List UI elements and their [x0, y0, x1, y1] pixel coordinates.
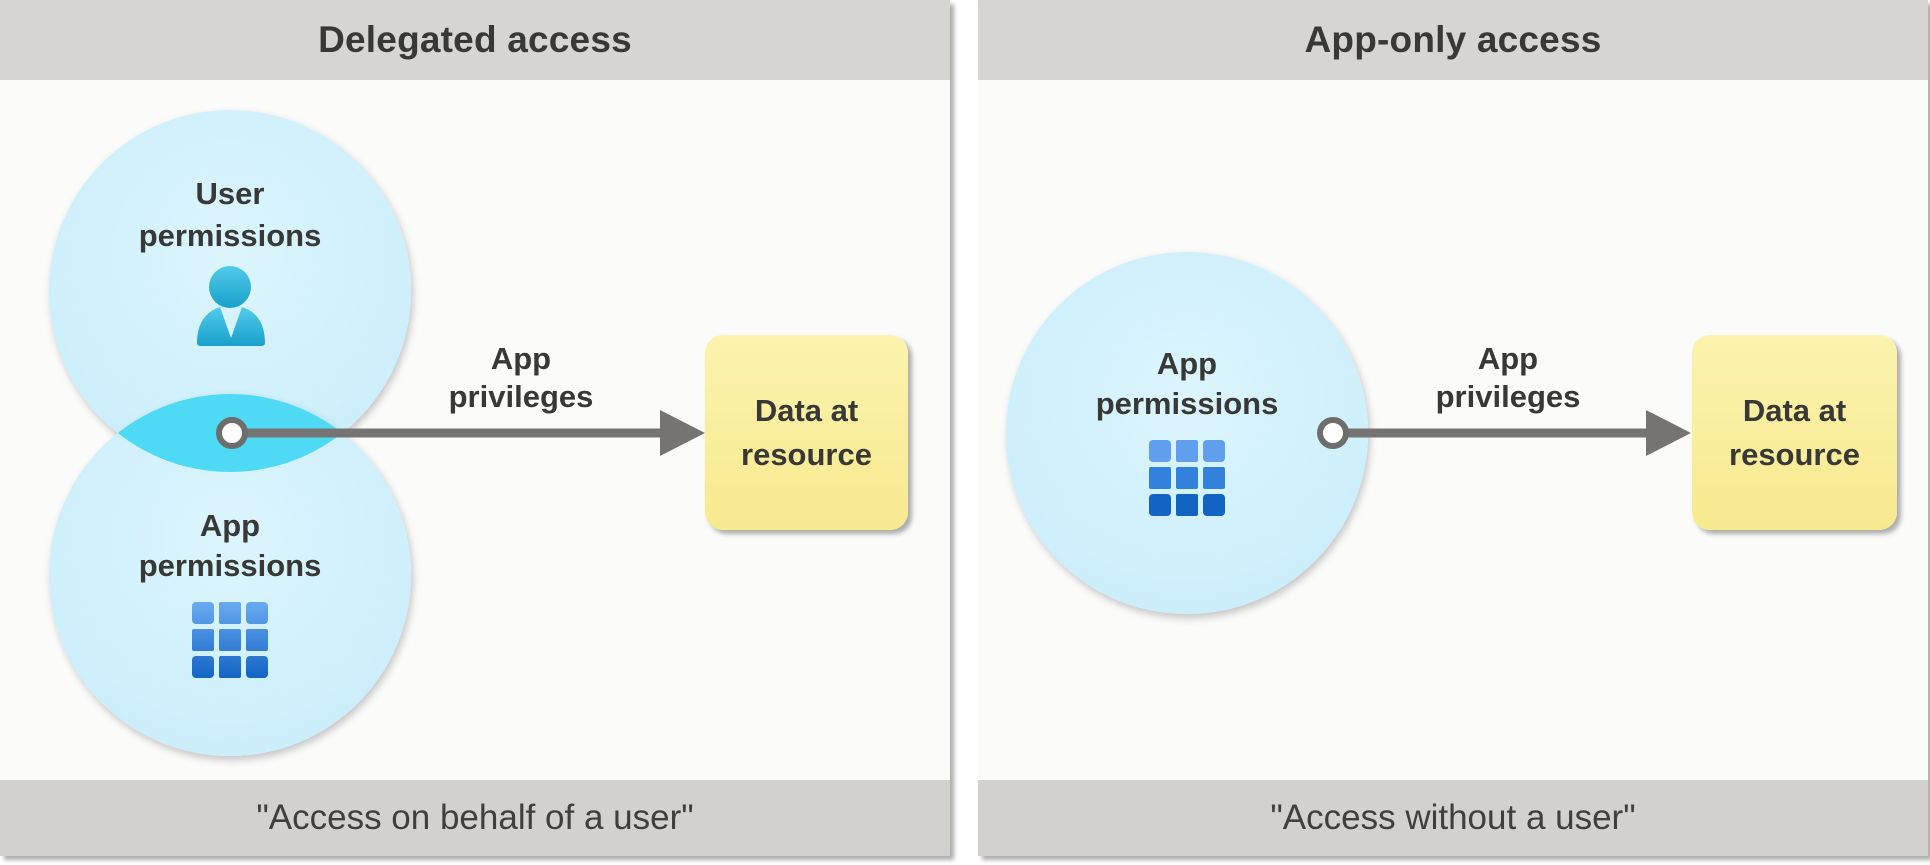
app-only-diagram-canvas [1006, 252, 1691, 614]
delegated-diagram-canvas [49, 110, 705, 756]
data-at-resource-label: Data at resource [1729, 392, 1860, 472]
arrow-icon [1317, 410, 1691, 456]
app-permissions-circle [1006, 252, 1368, 614]
arrow-icon [216, 410, 705, 456]
panel-delegated-access: Delegated access [0, 0, 950, 856]
app-permissions-circle [49, 394, 411, 756]
data-at-resource-box: Data at resource [1692, 335, 1897, 530]
panel-caption-app-only: "Access without a user" [978, 780, 1928, 856]
app-permissions-label: App permissions [1095, 346, 1279, 421]
data-at-resource-label: Data at resource [741, 392, 872, 472]
app-permissions-label: App permissions [138, 508, 322, 583]
user-icon [197, 266, 265, 346]
app-privileges-label: App privileges [448, 341, 594, 414]
app-privileges-label: App privileges [1435, 341, 1581, 414]
app-grid-icon [192, 602, 268, 678]
panel-caption-delegated: "Access on behalf of a user" [0, 780, 950, 856]
connector-dot [216, 417, 248, 449]
panel-body-app-only: App permissions App privileges Data at r… [978, 80, 1928, 780]
panel-app-only-access: App-only access [978, 0, 1928, 856]
data-at-resource-box: Data at resource [705, 335, 908, 530]
app-grid-icon [1149, 440, 1225, 516]
panel-title-app-only: App-only access [978, 0, 1928, 80]
panel-body-delegated: User permissions App permissions App pri… [0, 80, 950, 780]
connector-dot [1317, 417, 1349, 449]
user-permissions-label: User permissions [138, 176, 322, 253]
panel-title-delegated: Delegated access [0, 0, 950, 80]
